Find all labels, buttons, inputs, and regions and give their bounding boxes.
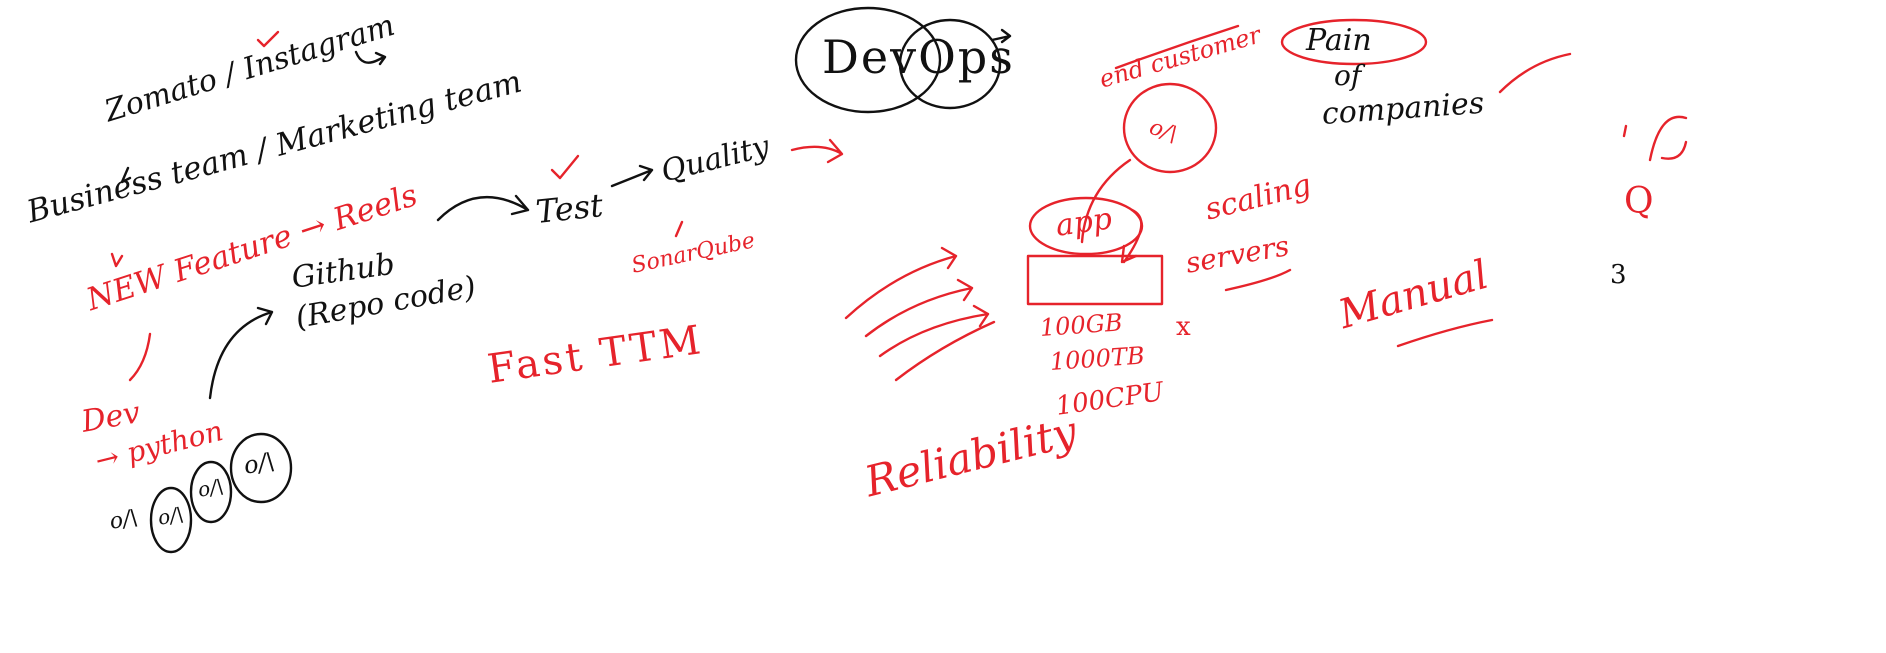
end-customer-underline	[1114, 24, 1240, 70]
devops-circle-left	[794, 6, 942, 114]
devops-circle-right	[898, 18, 1002, 110]
quote-tick	[1622, 124, 1628, 138]
arrow-to-quality	[610, 164, 654, 188]
of-text: of	[1334, 59, 1362, 92]
storage-text: 1000TB	[1049, 341, 1146, 376]
check-zomato	[256, 30, 280, 48]
red-curl-right	[1648, 115, 1688, 162]
check-test	[550, 154, 580, 180]
scaling-underline	[1224, 268, 1292, 292]
red-arrow-right	[790, 138, 844, 164]
red-curve-to-dev	[128, 332, 152, 382]
sonar-arrow	[674, 220, 684, 238]
speed-line-4	[894, 320, 996, 382]
black-strokes	[120, 6, 1012, 554]
x-mark-text: x	[1176, 312, 1191, 342]
test-text: Test	[534, 186, 605, 231]
devops-arrow	[990, 28, 1012, 44]
customer-to-app-line	[1080, 158, 1132, 244]
q-mark-text: Q	[1624, 181, 1654, 222]
speed-line-3	[878, 304, 990, 358]
pain-text: Pain	[1306, 23, 1372, 58]
person-glyph-1: o/\	[107, 505, 140, 535]
devops-text: DevOps	[822, 30, 1015, 84]
speed-line-1	[844, 246, 958, 320]
person-circle-3	[229, 432, 293, 504]
down-arrow-new-feature	[110, 252, 124, 268]
speed-line-2	[864, 278, 974, 338]
return-arrow-mark	[354, 50, 387, 66]
red-strokes	[110, 18, 1688, 382]
server-box	[1026, 254, 1164, 306]
number-three-text: 3	[1610, 260, 1627, 290]
person-glyph-4: o/\	[241, 446, 277, 480]
curved-arrow-dev-to-github	[208, 306, 274, 400]
person-circle-1	[149, 486, 193, 554]
down-tick-mark	[120, 166, 132, 184]
customer-circle	[1122, 82, 1218, 174]
person-glyph-2: o/\	[155, 501, 186, 530]
app-to-server-arrow	[1120, 208, 1143, 264]
person-circle-2	[189, 460, 233, 524]
manual-underline	[1396, 318, 1494, 348]
companies-curve	[1498, 52, 1572, 94]
person-glyph-3: o/\	[195, 473, 226, 502]
ram-text: 100GB	[1039, 308, 1124, 342]
pain-oval	[1280, 18, 1428, 66]
app-text: app	[1053, 201, 1115, 244]
curved-arrow-to-test	[436, 194, 530, 222]
